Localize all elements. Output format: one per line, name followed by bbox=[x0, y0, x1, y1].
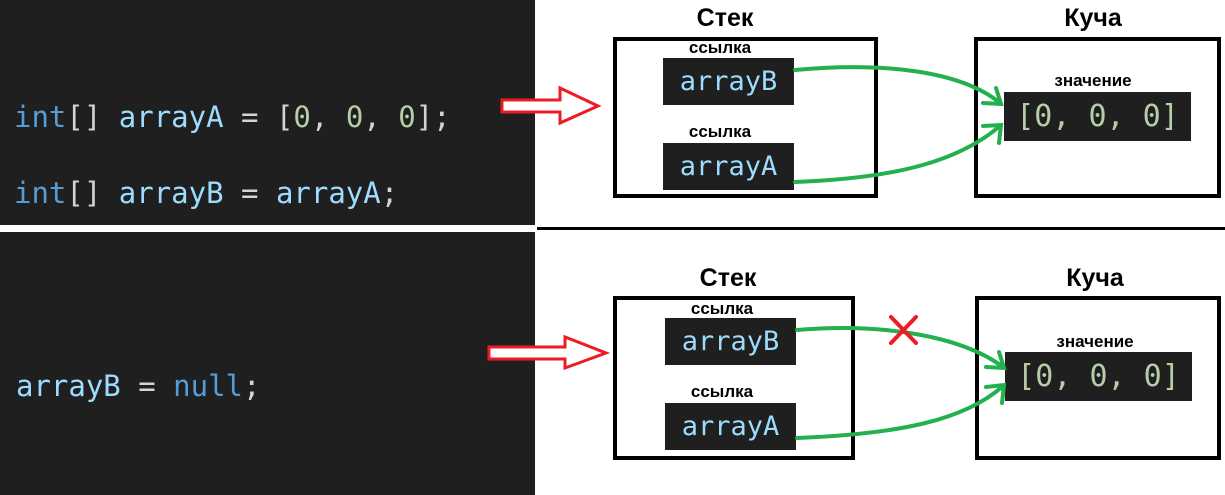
ref-label: ссылка bbox=[690, 382, 754, 401]
stack-title: Стек bbox=[696, 4, 754, 32]
value-label: значение bbox=[1056, 332, 1134, 351]
ref-label: ссылка bbox=[688, 122, 752, 141]
reference-arrow-removed bbox=[795, 326, 1005, 369]
keyword: int bbox=[14, 176, 67, 210]
number: 0 bbox=[293, 100, 311, 134]
var-arrayA: arrayA bbox=[663, 143, 794, 190]
red-hollow-arrow-icon bbox=[500, 85, 602, 126]
stack-box bbox=[613, 37, 878, 198]
semicolon: ; bbox=[243, 369, 261, 403]
identifier: arrayA bbox=[118, 100, 224, 134]
operator: = bbox=[138, 369, 156, 403]
bracket: ]; bbox=[415, 100, 451, 134]
code-block-bottom: arrayB = null; bbox=[16, 329, 260, 405]
code-panel-top bbox=[0, 0, 535, 225]
stack-box bbox=[613, 296, 855, 460]
code-line-1: int[] arrayA = [0, 0, 0]; bbox=[14, 100, 451, 134]
identifier: arrayA bbox=[275, 176, 381, 210]
semicolon: ; bbox=[380, 176, 399, 210]
code-line-2: int[] arrayB = arrayA; bbox=[14, 174, 451, 212]
heap-value: [0, 0, 0] bbox=[1004, 92, 1191, 141]
heap-title: Куча bbox=[1064, 4, 1122, 32]
bracket: [ bbox=[275, 100, 294, 134]
ref-label: ссылка bbox=[690, 299, 754, 318]
brackets: [] bbox=[66, 100, 102, 134]
value-label: значение bbox=[1054, 71, 1132, 90]
heap-value: [0, 0, 0] bbox=[1005, 352, 1192, 401]
arrowhead-icon bbox=[981, 86, 1004, 107]
var-arrayB: arrayB bbox=[663, 58, 794, 105]
keyword: int bbox=[14, 100, 67, 134]
reference-arrow bbox=[793, 65, 1002, 105]
heap-title: Куча bbox=[1066, 264, 1124, 292]
cross-icon bbox=[889, 315, 918, 345]
keyword: null bbox=[173, 369, 244, 403]
divider bbox=[537, 227, 1225, 230]
code-panel-bottom bbox=[0, 232, 535, 495]
var-arrayB: arrayB bbox=[665, 318, 796, 365]
number: 0 bbox=[398, 100, 416, 134]
operator: = bbox=[241, 100, 259, 134]
number: 0 bbox=[345, 100, 364, 134]
reference-arrow bbox=[795, 384, 1005, 440]
ref-label: ссылка bbox=[688, 38, 752, 57]
code-block-top: int[] arrayA = [0, 0, 0]; int[] arrayB =… bbox=[14, 60, 451, 250]
stack-title: Стек bbox=[699, 264, 757, 292]
heap-box bbox=[974, 37, 1221, 198]
var-arrayA: arrayA bbox=[665, 403, 796, 450]
heap-box bbox=[975, 296, 1221, 460]
red-hollow-arrow-icon bbox=[487, 334, 611, 371]
arrowhead-icon bbox=[984, 382, 1007, 405]
arrowhead-icon bbox=[981, 122, 1004, 145]
identifier: arrayB bbox=[16, 369, 121, 403]
identifier: arrayB bbox=[118, 176, 224, 210]
arrowhead-icon bbox=[984, 350, 1007, 371]
reference-arrow bbox=[793, 124, 1002, 184]
brackets: [] bbox=[66, 176, 102, 210]
operator: = bbox=[241, 176, 259, 210]
